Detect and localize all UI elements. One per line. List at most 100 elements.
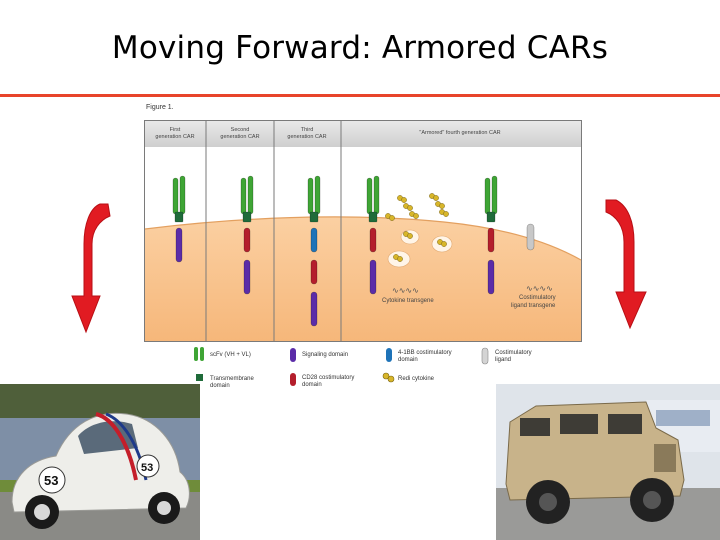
armored-window bbox=[560, 414, 598, 434]
legend-cd28-label-l2: domain bbox=[302, 382, 322, 388]
transmembrane-domain bbox=[242, 211, 252, 223]
transmembrane-domain bbox=[486, 211, 496, 223]
cd28-costim-domain bbox=[310, 259, 318, 285]
wave-glyph: ∿∿∿∿ bbox=[392, 286, 419, 295]
left-arrow-shape bbox=[71, 203, 111, 334]
transmembrane-domain bbox=[368, 211, 378, 223]
header-band bbox=[145, 121, 581, 147]
legend-41bb-label-l1: 4-1BB costimulatory bbox=[398, 350, 452, 356]
costim-ligand-label-l2: ligand transgene bbox=[511, 303, 556, 309]
legend-ligand-swatch bbox=[481, 347, 489, 365]
scfv-domain bbox=[484, 177, 491, 215]
armored-hub bbox=[539, 493, 557, 511]
column-header-third-l2: generation CAR bbox=[287, 134, 326, 140]
beetle-number-disc bbox=[38, 466, 66, 494]
transmembrane-domain bbox=[174, 211, 184, 223]
photo-trees bbox=[0, 384, 200, 418]
transmembrane-domain bbox=[309, 211, 319, 223]
cytokine bbox=[397, 256, 403, 262]
figure-label: Figure 1. bbox=[146, 104, 174, 111]
title-rule-bar bbox=[0, 94, 720, 97]
scfv-domain bbox=[179, 175, 186, 215]
beetle-number-disc bbox=[136, 454, 160, 478]
cytokine bbox=[389, 215, 395, 221]
legend-signaling-swatch bbox=[290, 348, 296, 362]
beetle-windshield bbox=[78, 421, 138, 454]
cytokine bbox=[407, 205, 413, 211]
costim-ligand-label-l1: Costimulatory bbox=[519, 295, 556, 301]
legend-cd28-label-l1: CD28 costimulatory bbox=[302, 375, 354, 381]
armored-hub bbox=[643, 491, 661, 509]
beetle-number: 53 bbox=[44, 473, 58, 488]
legend-cd28-swatch bbox=[290, 373, 296, 386]
scfv-domain bbox=[366, 177, 373, 215]
legend-scfv-swatch bbox=[194, 347, 198, 361]
armored-window bbox=[608, 414, 642, 434]
title-rule bbox=[0, 94, 720, 97]
scfv-domain bbox=[240, 177, 247, 215]
legend-signaling-label: Signaling domain bbox=[302, 352, 348, 358]
legend-scfv-swatch bbox=[200, 347, 204, 361]
signaling-domain bbox=[243, 259, 251, 295]
car-generations-diagram: First generation CAR Second generation C… bbox=[144, 120, 582, 342]
legend-transmembrane-swatch bbox=[196, 374, 203, 381]
signaling-domain bbox=[369, 259, 377, 295]
legend-transmembrane-label-l1: Transmembrane bbox=[210, 376, 254, 382]
legend-cytokine-label: Redi cytokine bbox=[398, 376, 435, 382]
legend-ligand-label-l1: Costimulatory bbox=[495, 350, 532, 356]
column-header-fourth: "Armored" fourth generation CAR bbox=[419, 130, 500, 136]
legend-41bb-label-l2: domain bbox=[398, 357, 418, 363]
beetle-car-photo: 53 53 bbox=[0, 384, 200, 540]
photo-building-window bbox=[656, 410, 710, 426]
scfv-domain bbox=[314, 175, 321, 215]
legend-scfv-label: scFv (VH + VL) bbox=[210, 352, 251, 358]
cell-membrane bbox=[144, 216, 582, 261]
cytokine bbox=[401, 197, 407, 203]
slide-title: Moving Forward: Armored CARs bbox=[111, 30, 609, 66]
cd28-costim-domain bbox=[243, 227, 251, 253]
beetle-hubcap bbox=[157, 501, 171, 515]
signaling-domain bbox=[487, 259, 495, 295]
wave-glyph: ∿∿∿∿ bbox=[526, 284, 553, 293]
left-down-arrow bbox=[71, 203, 111, 334]
beetle-number: 53 bbox=[141, 462, 153, 474]
column-header-second-l2: generation CAR bbox=[220, 134, 259, 140]
legend-transmembrane-label-l2: domain bbox=[210, 383, 230, 389]
legend-cytokine-swatch bbox=[387, 375, 395, 383]
column-header-first-l2: generation CAR bbox=[155, 134, 194, 140]
column-header-third-l1: Third bbox=[301, 127, 314, 133]
cell-body bbox=[145, 216, 581, 341]
scfv-domain bbox=[172, 177, 179, 215]
armored-grille bbox=[654, 444, 676, 472]
cytokine bbox=[433, 195, 439, 201]
column-header-first-l1: First bbox=[170, 127, 181, 133]
legend-cytokine-swatch bbox=[382, 372, 390, 380]
signaling-domain bbox=[175, 227, 183, 263]
cytokine bbox=[441, 241, 447, 247]
scfv-domain bbox=[373, 175, 380, 215]
armored-window bbox=[520, 418, 550, 436]
right-arrow-shape bbox=[605, 199, 647, 330]
signaling-domain bbox=[310, 291, 318, 327]
cd28-costim-domain bbox=[369, 227, 377, 253]
cytokine bbox=[407, 233, 413, 239]
beetle-stripe bbox=[95, 412, 138, 481]
scfv-domain bbox=[247, 175, 254, 215]
column-header-second-l1: Second bbox=[231, 127, 250, 133]
cd28-costim-domain bbox=[487, 227, 495, 253]
car-receptors bbox=[172, 175, 535, 327]
cytokine bbox=[443, 211, 449, 217]
cytokine bbox=[413, 213, 419, 219]
legend-41bb-swatch bbox=[386, 348, 392, 362]
cytokine-transgene-label: Cytokine transgene bbox=[382, 298, 434, 304]
right-down-arrow bbox=[605, 199, 647, 330]
4-1bb-costim-domain bbox=[310, 227, 318, 253]
armored-vehicle-photo bbox=[496, 384, 720, 540]
scfv-domain bbox=[491, 175, 498, 215]
beetle-hubcap bbox=[34, 504, 50, 520]
scfv-domain bbox=[307, 177, 314, 215]
legend: scFv (VH + VL) Transmembrane domain Sign… bbox=[194, 347, 532, 389]
legend-ligand-label-l2: ligand bbox=[495, 357, 511, 363]
cytokine bbox=[439, 203, 445, 209]
costim-ligand bbox=[526, 223, 535, 251]
